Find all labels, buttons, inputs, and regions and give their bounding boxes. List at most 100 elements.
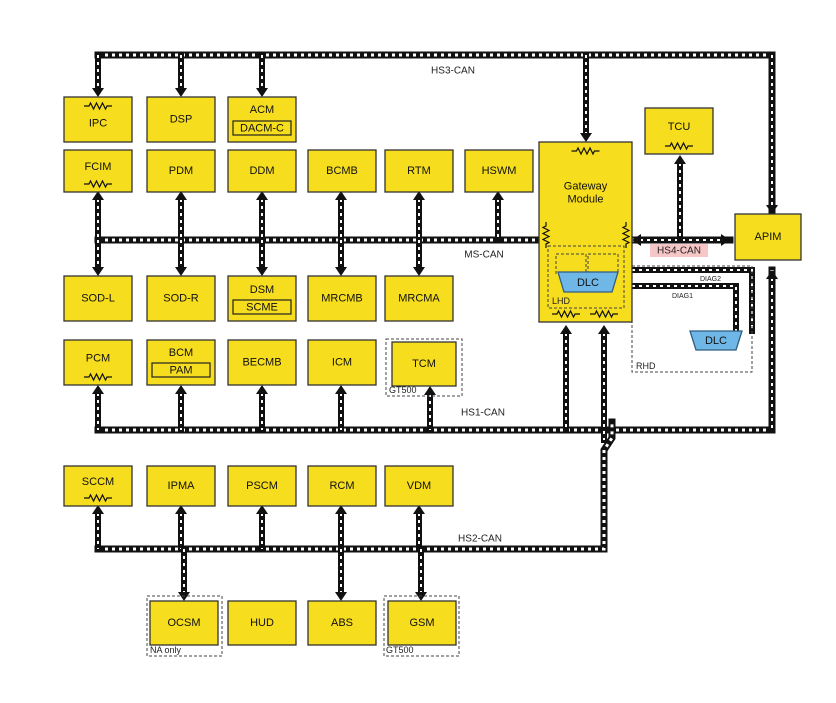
module-box — [146, 465, 216, 507]
module-fcim: FCIM — [63, 149, 133, 193]
stub-gateway-hs3-arrow-bottom — [580, 133, 592, 142]
module-box — [307, 465, 377, 507]
hs3-can-label: HS3-CAN — [431, 66, 475, 77]
stub-acm-arrow-bottom — [256, 88, 268, 97]
module-label: BCM — [169, 347, 193, 359]
lhd-label: LHD — [552, 296, 571, 306]
module-pcm: PCM — [63, 339, 133, 386]
module-rtm: RTM — [384, 149, 454, 193]
module-label: IPC — [89, 117, 107, 129]
module-pdm: PDM — [146, 149, 216, 193]
module-label: RTM — [407, 165, 431, 177]
dlc-rhd-label: DLC — [705, 335, 727, 347]
terminating-resistor — [84, 372, 112, 382]
module-label: TCM — [412, 358, 436, 370]
terminating-resistor — [571, 146, 600, 156]
module-label: SOD-R — [163, 292, 199, 304]
stub-apim-hs1-arrow-top — [766, 270, 778, 279]
na-only-region — [146, 595, 223, 657]
hs4-can-label: HS4-CAN — [657, 246, 701, 257]
stub-mrcmb-arrow-bottom — [335, 267, 347, 276]
module-apim: APIM — [734, 213, 802, 261]
stub-tcu-arrow-top — [674, 155, 686, 164]
gt500-tcm-label: GT500 — [389, 385, 417, 395]
module-mrcma: MRCMA — [384, 275, 454, 322]
stub-bcm-arrow-top — [175, 385, 187, 394]
lhd-region — [547, 245, 625, 309]
module-label: MRCMB — [321, 292, 363, 304]
module-box — [63, 96, 133, 143]
module-box — [227, 339, 297, 386]
module-label: TCU — [668, 121, 691, 133]
stub-ddm-arrow-top — [256, 191, 268, 200]
diag2-label: DIAG2 — [700, 276, 721, 283]
module-box — [538, 141, 633, 323]
stub-ipma-arrow-top — [175, 505, 187, 514]
stub-bcmb-arrow-top — [335, 191, 347, 200]
module-box — [391, 341, 457, 387]
module-label: APIM — [755, 231, 782, 243]
stub-dsp-arrow-bottom — [175, 88, 187, 97]
module-box — [146, 96, 216, 143]
module-ipma: IPMA — [146, 465, 216, 507]
stub-becmb-arrow-top — [256, 385, 268, 394]
dlc-lhd-connector — [557, 271, 619, 293]
stub-gateway-hs1-arrow-top — [560, 325, 572, 334]
ms-can-label: MS-CAN — [464, 250, 503, 261]
stub-pdm-arrow-top — [175, 191, 187, 200]
sub-module-label: DACM-C — [240, 122, 284, 134]
module-bcmb: BCMB — [307, 149, 377, 193]
gt500-gsm-label: GT500 — [386, 645, 414, 655]
stub-hs4-arrow-right — [721, 234, 730, 246]
terminating-resistor-right — [621, 222, 631, 248]
stub-apim-hs3-arrow-bottom — [766, 205, 778, 214]
module-abs: ABS — [307, 600, 377, 646]
module-label: RCM — [329, 480, 354, 492]
module-label: MRCMA — [398, 292, 440, 304]
module-tcu: TCU — [644, 107, 714, 155]
stub-ipc-arrow-bottom — [92, 88, 104, 97]
module-becmb: BECMB — [227, 339, 297, 386]
module-box — [146, 275, 216, 322]
stub-pcm-arrow-top — [92, 385, 104, 394]
module-label: HSWM — [482, 165, 517, 177]
sub-module-box — [232, 299, 292, 315]
module-ipc: IPC — [63, 96, 133, 143]
module-ddm: DDM — [227, 149, 297, 193]
module-hswm: HSWM — [464, 149, 534, 193]
module-box — [384, 275, 454, 322]
module-label: IPMA — [168, 480, 196, 492]
module-box — [384, 149, 454, 193]
module-icm: ICM — [307, 339, 377, 386]
module-box — [227, 600, 297, 646]
rhd-region — [631, 265, 753, 373]
sub-module-label: SCME — [246, 301, 278, 313]
module-vdm: VDM — [384, 465, 454, 507]
module-label: Gateway — [564, 180, 608, 192]
module-gsm: GSM — [387, 600, 457, 646]
bus-connections — [92, 52, 778, 601]
module-box — [387, 600, 457, 646]
gt500-gsm-region — [383, 595, 460, 657]
module-label: ABS — [331, 617, 353, 629]
terminating-resistor — [84, 179, 112, 189]
hs2-can-label: HS2-CAN — [458, 534, 502, 545]
na-only-label: NA only — [150, 645, 182, 655]
module-label: DSM — [250, 284, 274, 296]
stub-pscm-arrow-top — [256, 505, 268, 514]
terminating-resistor-left — [541, 222, 551, 248]
stub-hs4-arrow-left — [632, 234, 641, 246]
rhd-label: RHD — [636, 361, 656, 371]
terminating-resistor-hs1 — [552, 309, 580, 319]
stub-sod-l-arrow-bottom — [92, 267, 104, 276]
stub-sod-r-arrow-bottom — [175, 267, 187, 276]
module-label: Module — [567, 193, 603, 205]
stub-rtm-arrow-top — [413, 191, 425, 200]
module-hud: HUD — [227, 600, 297, 646]
hs4-can-label-bg — [650, 244, 708, 257]
module-dsp: DSP — [146, 96, 216, 143]
